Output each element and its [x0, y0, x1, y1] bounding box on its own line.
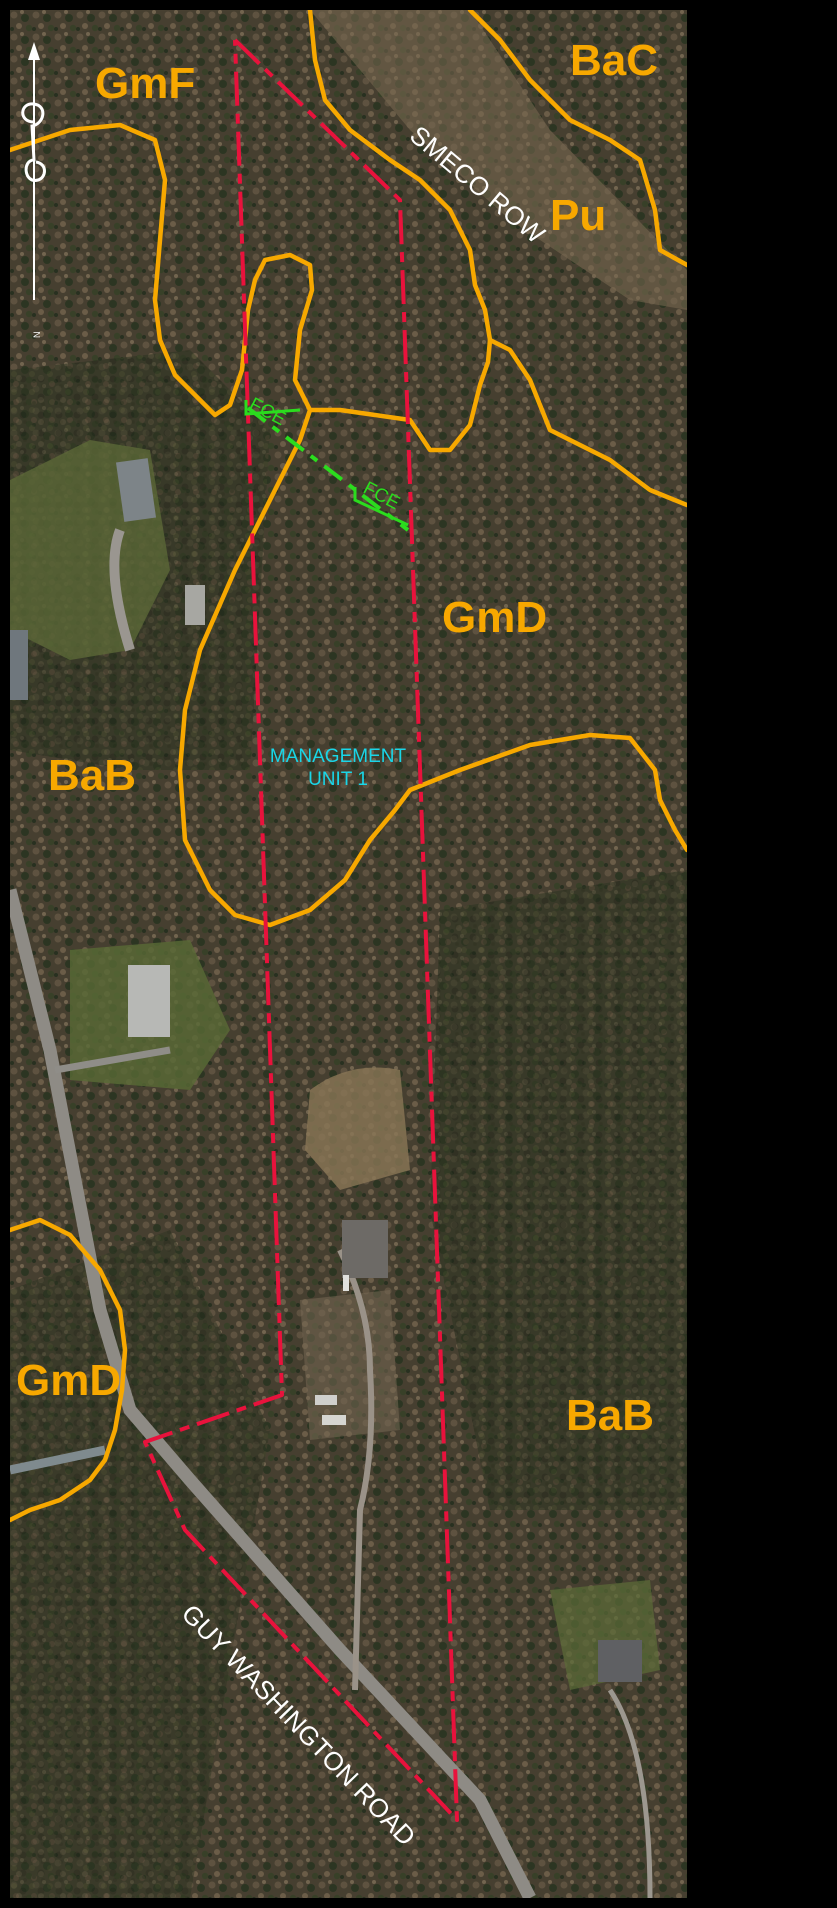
north-arrow-icon: N [21, 42, 46, 339]
soil-boundary-bab [177, 407, 687, 928]
soil-label-gmd-east: GmD [442, 593, 547, 642]
soil-boundary-gmf-ext [487, 337, 687, 508]
driveway [337, 1248, 375, 1691]
clearing-area [300, 1290, 400, 1440]
fce-bracket [244, 400, 301, 416]
soil-boundary-bac [467, 10, 687, 268]
soil-boundaries [10, 10, 687, 1523]
house-roof [10, 630, 28, 700]
house-roof [598, 1640, 642, 1682]
management-unit-label-line1: MANAGEMENT [270, 746, 407, 767]
house-roof [115, 458, 157, 522]
soil-label-bab-west: BaB [48, 751, 136, 800]
fce-line [246, 406, 410, 532]
smeco-row-clearing [310, 10, 687, 310]
fce-bracket-west [244, 400, 301, 416]
aerial-map: N GmF BaC Pu GmD BaB GmD BaB SMECO ROW G… [10, 10, 687, 1898]
soil-label-gmf: GmF [95, 59, 195, 108]
dense-forest-area [430, 870, 687, 1510]
clearing-area [305, 1067, 410, 1190]
property-boundary [143, 38, 459, 1822]
house-roof [342, 1220, 388, 1278]
house-roof [185, 585, 205, 625]
soil-label-bab-east: BaB [566, 1391, 654, 1440]
management-unit-label-line2: UNIT 1 [308, 769, 368, 790]
driveway [607, 1688, 653, 1898]
soil-label-bac: BaC [570, 36, 658, 85]
north-arrow-caption: N [32, 332, 42, 339]
driveway [109, 528, 135, 652]
dense-forest-area [10, 1230, 270, 1898]
fce-bracket [353, 487, 409, 527]
fce-boundary-line [246, 406, 410, 532]
soil-boundary-gmd-west [10, 1217, 128, 1523]
vehicle [315, 1395, 337, 1405]
property-boundary-line [143, 38, 459, 1822]
soil-boundary-gmf [10, 10, 493, 453]
fce-bracket-east [353, 487, 409, 527]
vehicle [322, 1415, 346, 1425]
soil-label-pu: Pu [550, 191, 606, 240]
driveway [10, 1445, 106, 1475]
driveway [54, 1046, 171, 1074]
soil-label-gmd-west: GmD [16, 1356, 121, 1405]
house-roof [128, 965, 170, 1037]
vehicle [343, 1275, 349, 1291]
